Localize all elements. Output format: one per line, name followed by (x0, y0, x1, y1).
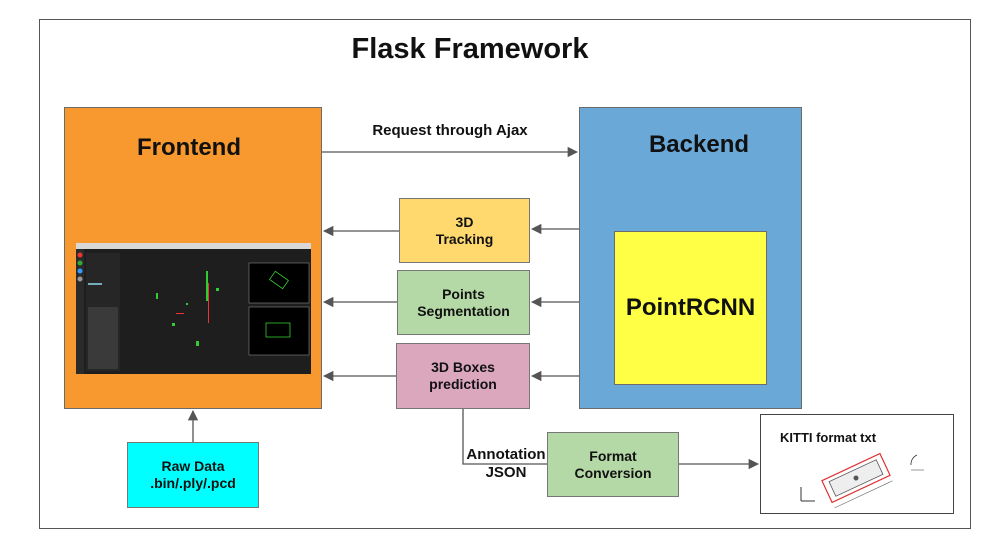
backend-label: Backend (648, 131, 750, 158)
format-conversion-box: Format Conversion (547, 432, 679, 497)
segmentation-label: Points Segmentation (417, 285, 510, 319)
frontend-label: Frontend (137, 134, 241, 161)
segmentation-box: Points Segmentation (397, 270, 530, 335)
frontend-screenshot (76, 243, 311, 374)
tracking-label: 3D Tracking (435, 213, 494, 247)
kitti-format-title: KITTI format txt (780, 430, 877, 445)
tracking-box: 3D Tracking (399, 198, 530, 263)
box-prediction-label: 3D Boxes prediction (429, 359, 497, 392)
annotation-json-label: Annotation JSON (466, 446, 546, 481)
kitti-car-figure (800, 452, 924, 509)
kitti-format-box (760, 414, 954, 514)
raw-data-box: Raw Data .bin/.ply/.pcd (127, 442, 259, 508)
diagram-title: Flask Framework (351, 33, 589, 65)
format-conversion-label: Format Conversion (574, 447, 652, 481)
raw-data-label: Raw Data .bin/.ply/.pcd (150, 458, 236, 491)
pointrcnn-box: PointRCNN (614, 231, 767, 385)
ajax-edge-label: Request through Ajax (372, 122, 528, 139)
screenshot-thumbnail-graphic (76, 243, 311, 374)
box-prediction-box: 3D Boxes prediction (396, 343, 530, 409)
